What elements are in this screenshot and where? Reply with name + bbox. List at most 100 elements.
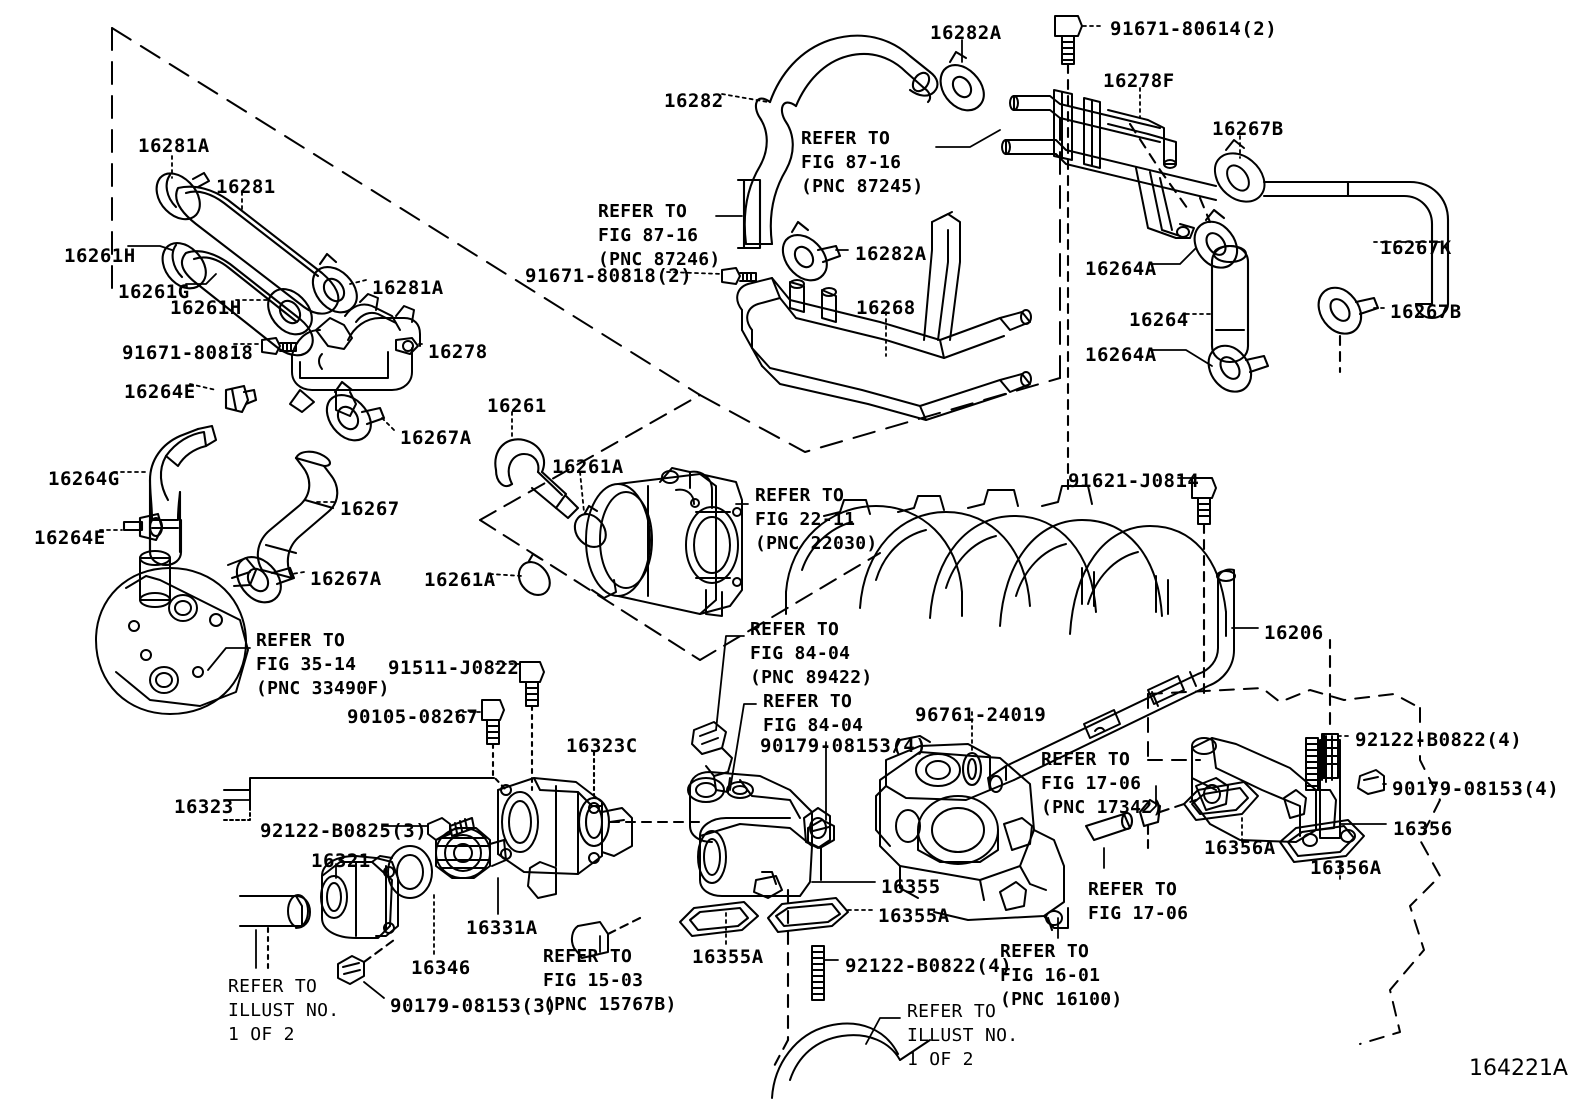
refer-to-line: REFER TO [256,630,346,651]
refer-to-line: ILLUST NO. [228,999,340,1021]
part-number-label: 96761-24019 [915,704,1047,726]
part-number-label: 16264A [1085,344,1157,366]
part-number-label: 16267 [340,498,400,520]
part-number-label: 91671-80614(2) [1110,18,1278,40]
refer-to-line: 1 OF 2 [228,1023,295,1045]
part-number-label: 16264G [48,468,120,490]
part-number-label: 90179-08153(4) [760,735,928,757]
refer-to-line: FIG 87-16 [801,151,902,173]
refer-to-line: (PNC 87246) [598,248,721,270]
part-number-label: 16267A [310,568,382,590]
part-number-label: 16267K [1380,237,1452,259]
part-number-label: 92122-B0822(4) [1355,729,1523,751]
refer-to-line: REFER TO [1000,941,1090,962]
part-number-label: 92122-B0825(3) [260,820,428,842]
part-number-label: 16278F [1103,70,1175,92]
part-number-label: 16267A [400,427,472,449]
part-number-label: 16323C [566,735,638,757]
part-number-label: 16264E [124,381,196,403]
part-number-label: 16261H [170,297,242,319]
part-number-label: 16267B [1212,118,1284,140]
refer-to-line: REFER TO [1088,879,1178,900]
part-number-label: 16267B [1390,301,1462,323]
part-number-label: 90179-08153(4) [1392,778,1560,800]
part-number-label: 16282 [664,90,724,112]
part-number-label: 16281 [216,176,276,198]
part-number-label: 16264A [1085,258,1157,280]
part-number-label: 16268 [856,297,916,319]
refer-to-line: 1 OF 2 [907,1048,974,1070]
part-number-label: 16264E [34,527,106,549]
refer-to-line: FIG 84-04 [750,642,851,664]
part-number-label: 16261G [118,281,190,303]
part-number-label: 16206 [1264,622,1324,644]
part-number-label: 16264 [1129,309,1189,331]
refer-to-line: REFER TO [543,946,633,967]
part-number-label: 16346 [411,957,471,979]
refer-to-line: (PNC 15767B) [543,993,677,1015]
refer-to-line: REFER TO [1041,749,1131,770]
refer-to-line: FIG 17-06 [1041,772,1142,794]
refer-to-line: REFER TO [755,485,845,506]
refer-to-line: (PNC 16100) [1000,988,1123,1010]
part-number-label: 91621-J0814 [1068,470,1200,492]
refer-to-line: (PNC 17342) [1041,796,1164,818]
part-number-label: 90105-08267 [347,706,479,728]
refer-to-line: (PNC 89422) [750,666,873,688]
part-number-label: 91671-80818 [122,342,254,364]
part-number-label: 16323 [174,796,234,818]
refer-to-line: REFER TO [907,1001,997,1022]
part-number-label: 16261 [487,395,547,417]
refer-to-line: REFER TO [801,128,891,149]
part-number-label: 16281A [372,277,444,299]
refer-to-line: FIG 22-11 [755,508,856,530]
part-number-label: 16261A [552,456,624,478]
part-number-label: 16282A [930,22,1002,44]
refer-to-line: FIG 16-01 [1000,964,1101,986]
part-number-label: 16278 [428,341,488,363]
refer-to-line: REFER TO [228,976,318,997]
refer-to-line: FIG 15-03 [543,969,644,991]
part-number-label: 16356A [1310,857,1382,879]
part-number-label: 16321 [311,850,371,872]
part-number-label: 16261A [424,569,496,591]
refer-to-line: (PNC 33490F) [256,677,390,699]
part-number-label: 16282A [855,243,927,265]
part-number-label: 16261H [64,245,136,267]
part-number-label: 92122-B0822(4) [845,955,1013,977]
part-number-label: 16356A [1204,837,1276,859]
part-number-label: 16281A [138,135,210,157]
part-number-label: 16355A [878,905,950,927]
refer-to-line: FIG 84-04 [763,714,864,736]
refer-to-line: REFER TO [598,201,688,222]
refer-to-line: FIG 17-06 [1088,902,1189,924]
part-number-label: 16355A [692,946,764,968]
part-number-label: 91511-J0822 [388,657,520,679]
refer-to-line: ILLUST NO. [907,1024,1019,1046]
drawing-number: 164221A [1468,1056,1568,1081]
part-number-label: 91671-80818(2) [525,265,693,287]
refer-to-line: REFER TO [750,619,840,640]
refer-to-line: (PNC 87245) [801,175,924,197]
refer-to-line: REFER TO [763,691,853,712]
part-number-label: 16331A [466,917,538,939]
part-number-label: 90179-08153(3) [390,995,558,1017]
part-number-label: 16355 [881,876,941,898]
refer-to-line: FIG 35-14 [256,653,357,675]
refer-to-line: (PNC 22030) [755,532,878,554]
part-number-label: 16356 [1393,818,1453,840]
